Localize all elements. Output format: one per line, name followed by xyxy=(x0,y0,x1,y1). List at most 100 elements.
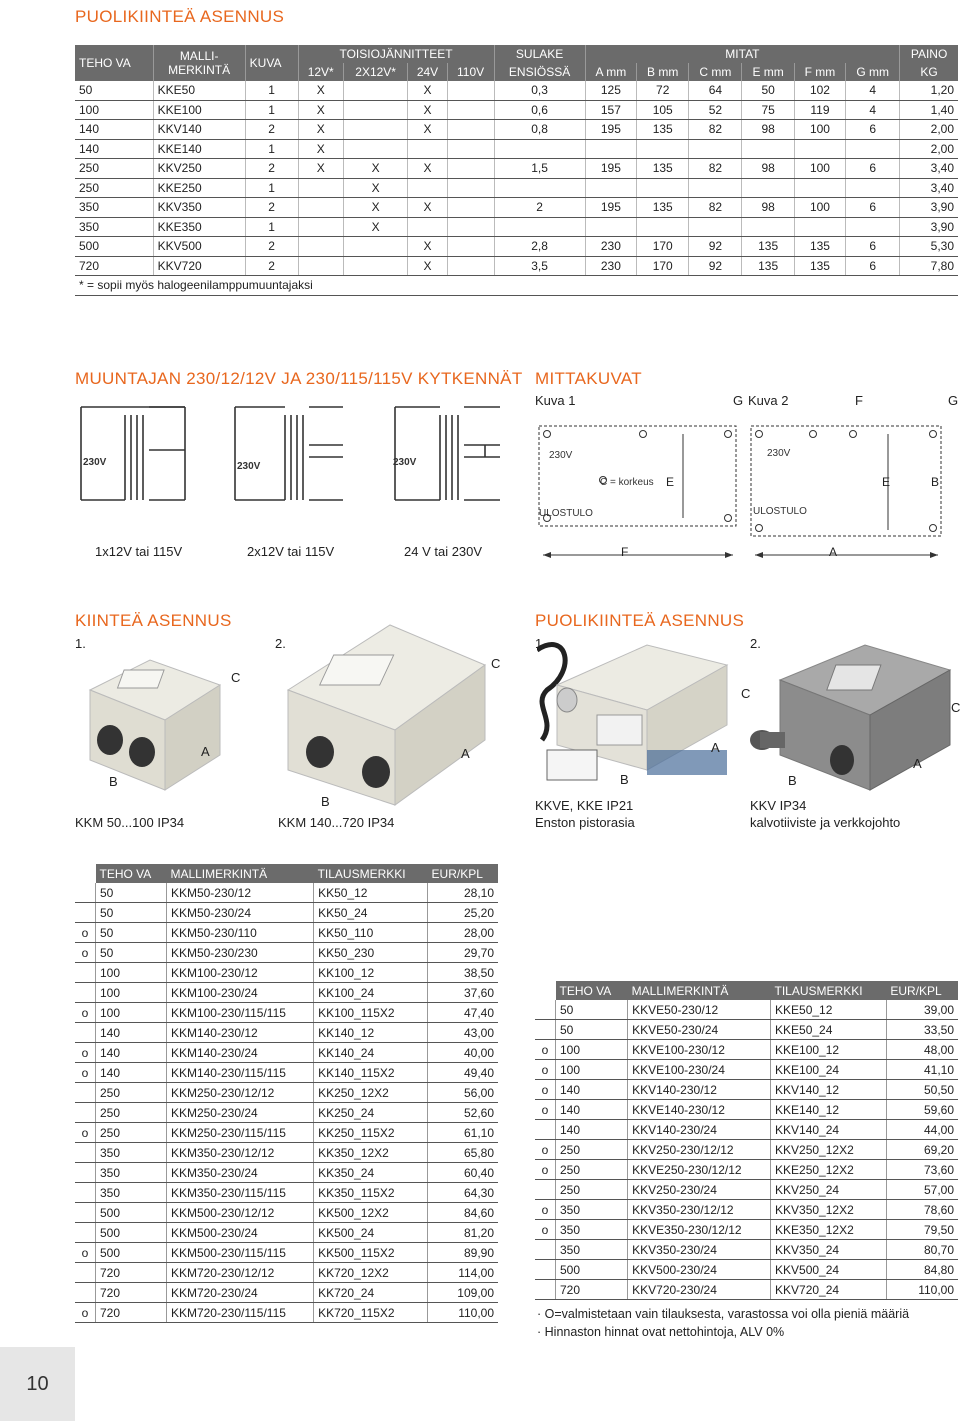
price-cell: KKV250-230/12/12 xyxy=(627,1139,771,1160)
table-cell: 135 xyxy=(636,197,689,218)
price-cell: 60,40 xyxy=(427,1162,498,1183)
price-cell: KKV500-230/24 xyxy=(627,1259,771,1280)
price-cell: 61,10 xyxy=(427,1122,498,1143)
table-cell: X xyxy=(297,158,344,179)
table-cell: 105 xyxy=(636,100,689,120)
order-marker xyxy=(75,1102,96,1123)
price-cell: KK720_24 xyxy=(313,1282,428,1303)
table-cell: 135 xyxy=(741,256,795,276)
price-cell: 50 xyxy=(554,1019,628,1040)
price-cell: 100 xyxy=(554,1059,628,1080)
price-cell: KKV350-230/12/12 xyxy=(627,1199,771,1220)
price-cell: 720 xyxy=(554,1279,628,1300)
wiring-caption-3: 24 V tai 230V xyxy=(404,544,483,559)
product-photo-kkve xyxy=(537,642,729,781)
table-cell: 230 xyxy=(584,256,637,276)
table-cell xyxy=(688,217,742,237)
price-cell: KK350_24 xyxy=(313,1162,428,1183)
price-cell: KKVE250-230/12/12 xyxy=(627,1159,771,1180)
price-cell: KKM500-230/115/115 xyxy=(165,1242,314,1263)
photo2-a: A xyxy=(461,746,470,761)
price-cell: 350 xyxy=(554,1219,628,1240)
table-cell: 1,5 xyxy=(493,158,586,179)
table-cell: 6 xyxy=(845,256,900,276)
price-cell: 81,20 xyxy=(427,1222,498,1243)
table-cell: 2 xyxy=(244,119,299,140)
table-cell: 1 xyxy=(244,217,299,237)
photo-number-4: 2. xyxy=(750,636,761,651)
price-cell: 350 xyxy=(554,1239,628,1260)
price-cell: KKV140_24 xyxy=(770,1119,887,1140)
price-cell: KKV140-230/24 xyxy=(627,1119,771,1140)
price-cell: 37,60 xyxy=(427,982,498,1003)
price-cell: 109,00 xyxy=(427,1282,498,1303)
table-cell: KKV250 xyxy=(152,158,246,179)
table-cell: 0,8 xyxy=(493,119,586,140)
price-cell: 500 xyxy=(95,1202,167,1223)
table-cell: 3,90 xyxy=(899,197,958,218)
order-marker xyxy=(535,1019,556,1040)
e-label-1: E xyxy=(666,475,674,489)
th-price2-teho: TEHO VA xyxy=(555,981,628,1000)
table-cell: X xyxy=(407,81,448,101)
table-cell xyxy=(636,217,689,237)
th-a: A mm xyxy=(584,63,637,81)
photo3-b: B xyxy=(620,772,629,787)
order-marker xyxy=(75,1202,96,1223)
f-label-bottom: F xyxy=(621,545,628,559)
price-cell: 140 xyxy=(95,1062,167,1083)
price-cell: 64,30 xyxy=(427,1182,498,1203)
table-cell xyxy=(446,119,494,140)
price-cell: KKE50_12 xyxy=(770,1000,887,1020)
table-cell: 125 xyxy=(584,81,637,101)
price-cell: KKM100-230/24 xyxy=(165,982,314,1003)
product-photo-kkv xyxy=(750,644,952,791)
table-cell xyxy=(741,139,795,159)
price-cell: 44,00 xyxy=(885,1119,958,1140)
table-cell: 1,20 xyxy=(899,81,958,101)
price-cell: 39,00 xyxy=(885,1000,958,1020)
price-cell: 720 xyxy=(95,1262,167,1283)
table-cell xyxy=(688,139,742,159)
f-label-top: F xyxy=(855,393,863,408)
price-cell: 140 xyxy=(95,1042,167,1063)
order-marker xyxy=(75,962,96,983)
price-cell: 43,00 xyxy=(427,1022,498,1043)
dim-voltage-2: 230V xyxy=(767,448,791,459)
th-price-teho: TEHO VA xyxy=(95,864,167,883)
table-cell xyxy=(446,139,494,159)
order-marker: o xyxy=(75,1062,96,1083)
e-label-2: E xyxy=(882,475,890,489)
table-cell xyxy=(297,197,344,218)
th-price-eur: EUR/KPL xyxy=(427,864,498,883)
price-cell: 500 xyxy=(554,1259,628,1280)
table-cell xyxy=(845,217,900,237)
price-cell: 50 xyxy=(95,883,167,903)
price-cell: KKM350-230/115/115 xyxy=(165,1182,314,1203)
price-cell: KKM100-230/115/115 xyxy=(165,1002,314,1023)
table-cell: X xyxy=(407,119,448,140)
price-cell: KKE50_24 xyxy=(770,1019,887,1040)
order-marker xyxy=(75,1262,96,1283)
price-cell: KKV250-230/24 xyxy=(627,1179,771,1200)
kuva2-label: Kuva 2 xyxy=(748,393,789,408)
table-cell: 6 xyxy=(845,158,900,179)
price-cell: KKVE50-230/24 xyxy=(627,1019,771,1040)
th-price2-tilaus: TILAUSMERKKI xyxy=(770,981,887,1000)
price-cell: 40,00 xyxy=(427,1042,498,1063)
table-cell: X xyxy=(407,256,448,276)
photo4-a: A xyxy=(913,756,922,771)
table-cell: 82 xyxy=(688,119,742,140)
order-marker: o xyxy=(535,1059,556,1080)
table-cell xyxy=(407,217,448,237)
price-cell: 41,10 xyxy=(885,1059,958,1080)
kuva1-label: Kuva 1 xyxy=(535,393,576,408)
table-cell xyxy=(297,236,344,257)
